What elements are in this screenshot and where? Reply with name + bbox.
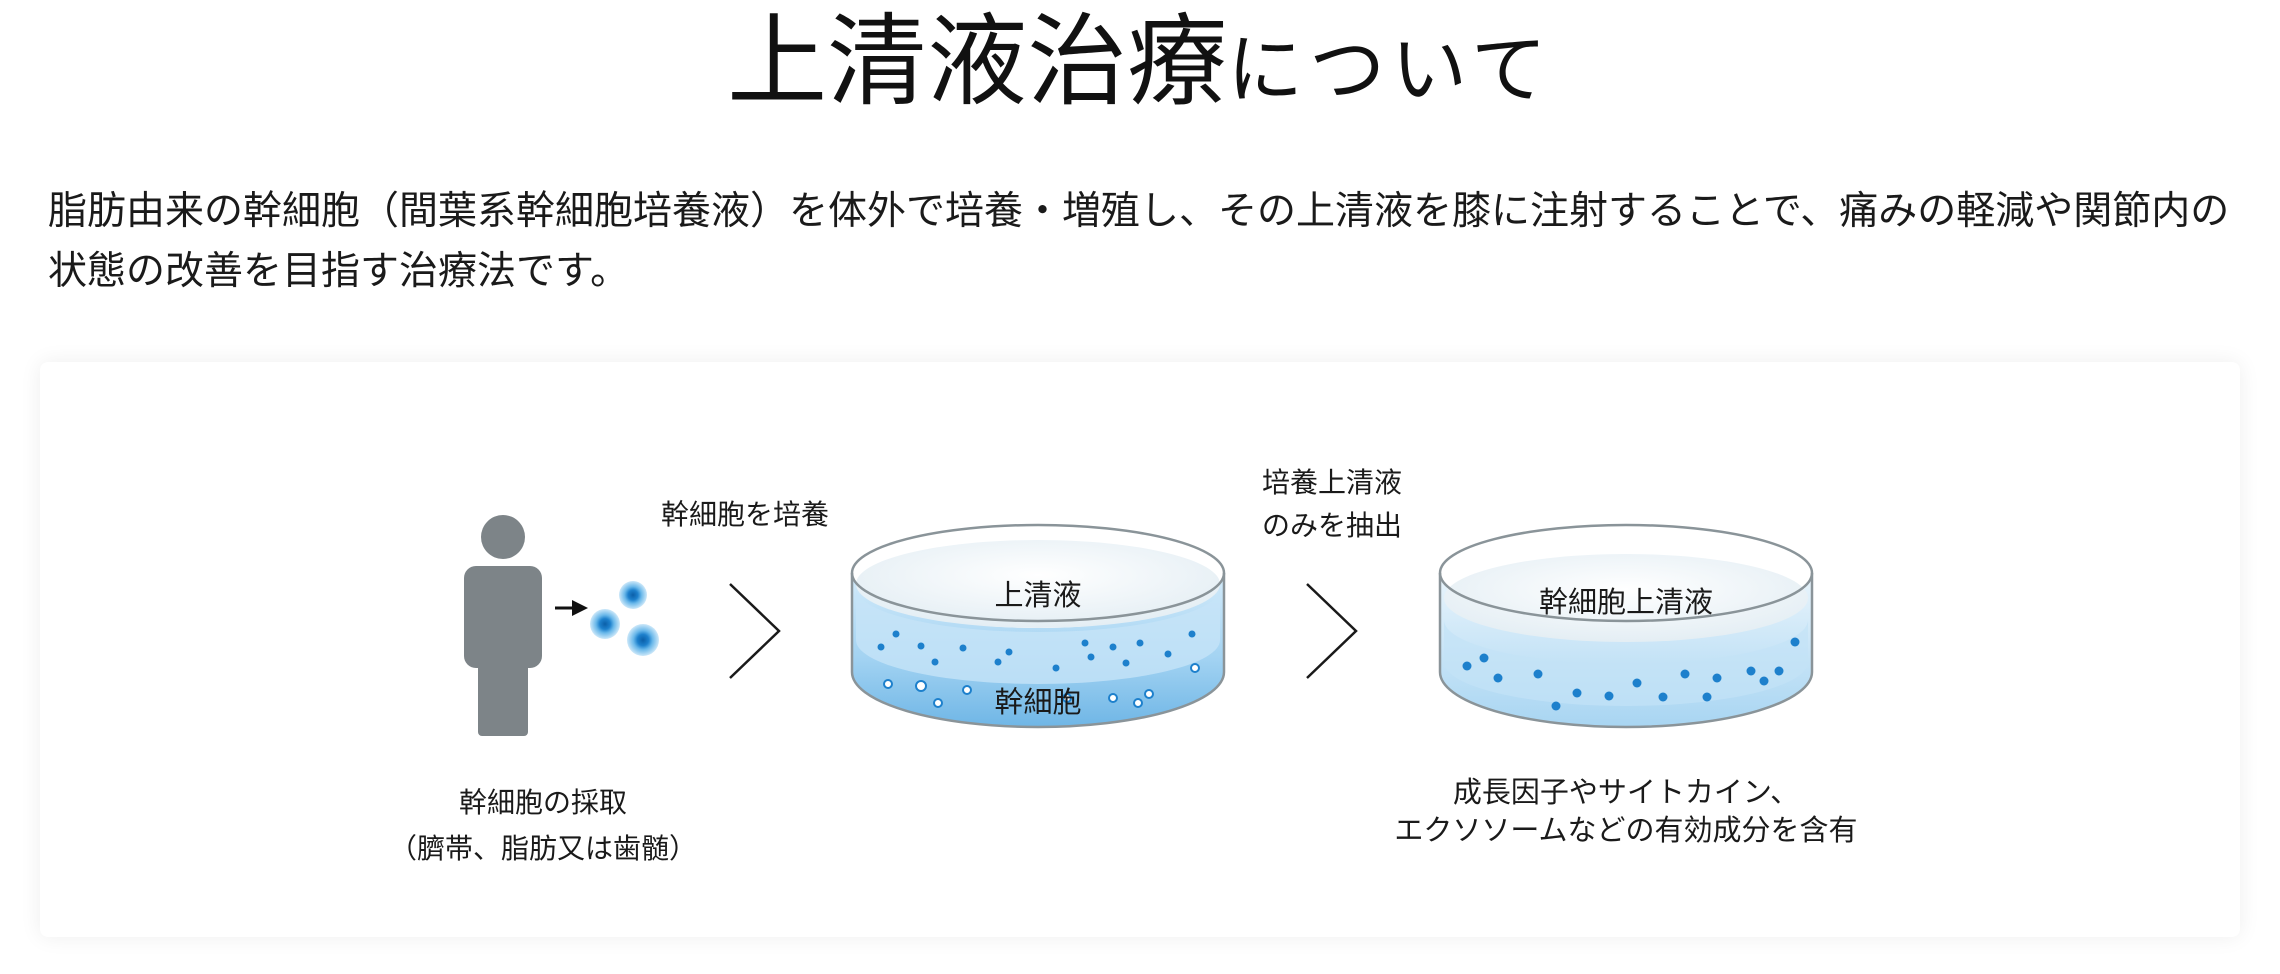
arrow-right-icon (555, 600, 588, 616)
chevron-right-icon (729, 583, 781, 679)
culture-dish (850, 523, 1226, 729)
person-icon (464, 515, 542, 736)
step1-label: 幹細胞の採取 (459, 786, 627, 819)
step3-arrow-label-line1: 培養上清液 (1262, 466, 1402, 499)
dish1-top-label: 上清液 (994, 578, 1081, 612)
intro-text: 脂肪由来の幹細胞（間葉系幹細胞培養液）を体外で培養・増殖し、その上清液を膝に注射… (48, 189, 2230, 294)
chevron-right-icon (1306, 583, 1358, 679)
dish2-label: 幹細胞上清液 (1539, 585, 1713, 619)
dish1-bottom-label: 幹細胞 (994, 685, 1081, 719)
page-title: 上清液治療について (0, 2, 2280, 122)
page-title-sub: について (1227, 25, 1553, 114)
page-title-main: 上清液治療 (727, 3, 1228, 120)
stem-cells-icon (590, 581, 659, 656)
supernatant-dish (1438, 523, 1814, 729)
step3-arrow-label-line2: のみを抽出 (1262, 509, 1402, 542)
step1-note: （臍帯、脂肪又は歯髄） (389, 832, 697, 865)
step3-desc-line1: 成長因子やサイトカイン、 (1453, 775, 1799, 809)
step3-desc-line2: エクソソームなどの有効成分を含有 (1394, 813, 1857, 847)
step2-arrow-label: 幹細胞を培養 (661, 498, 829, 531)
